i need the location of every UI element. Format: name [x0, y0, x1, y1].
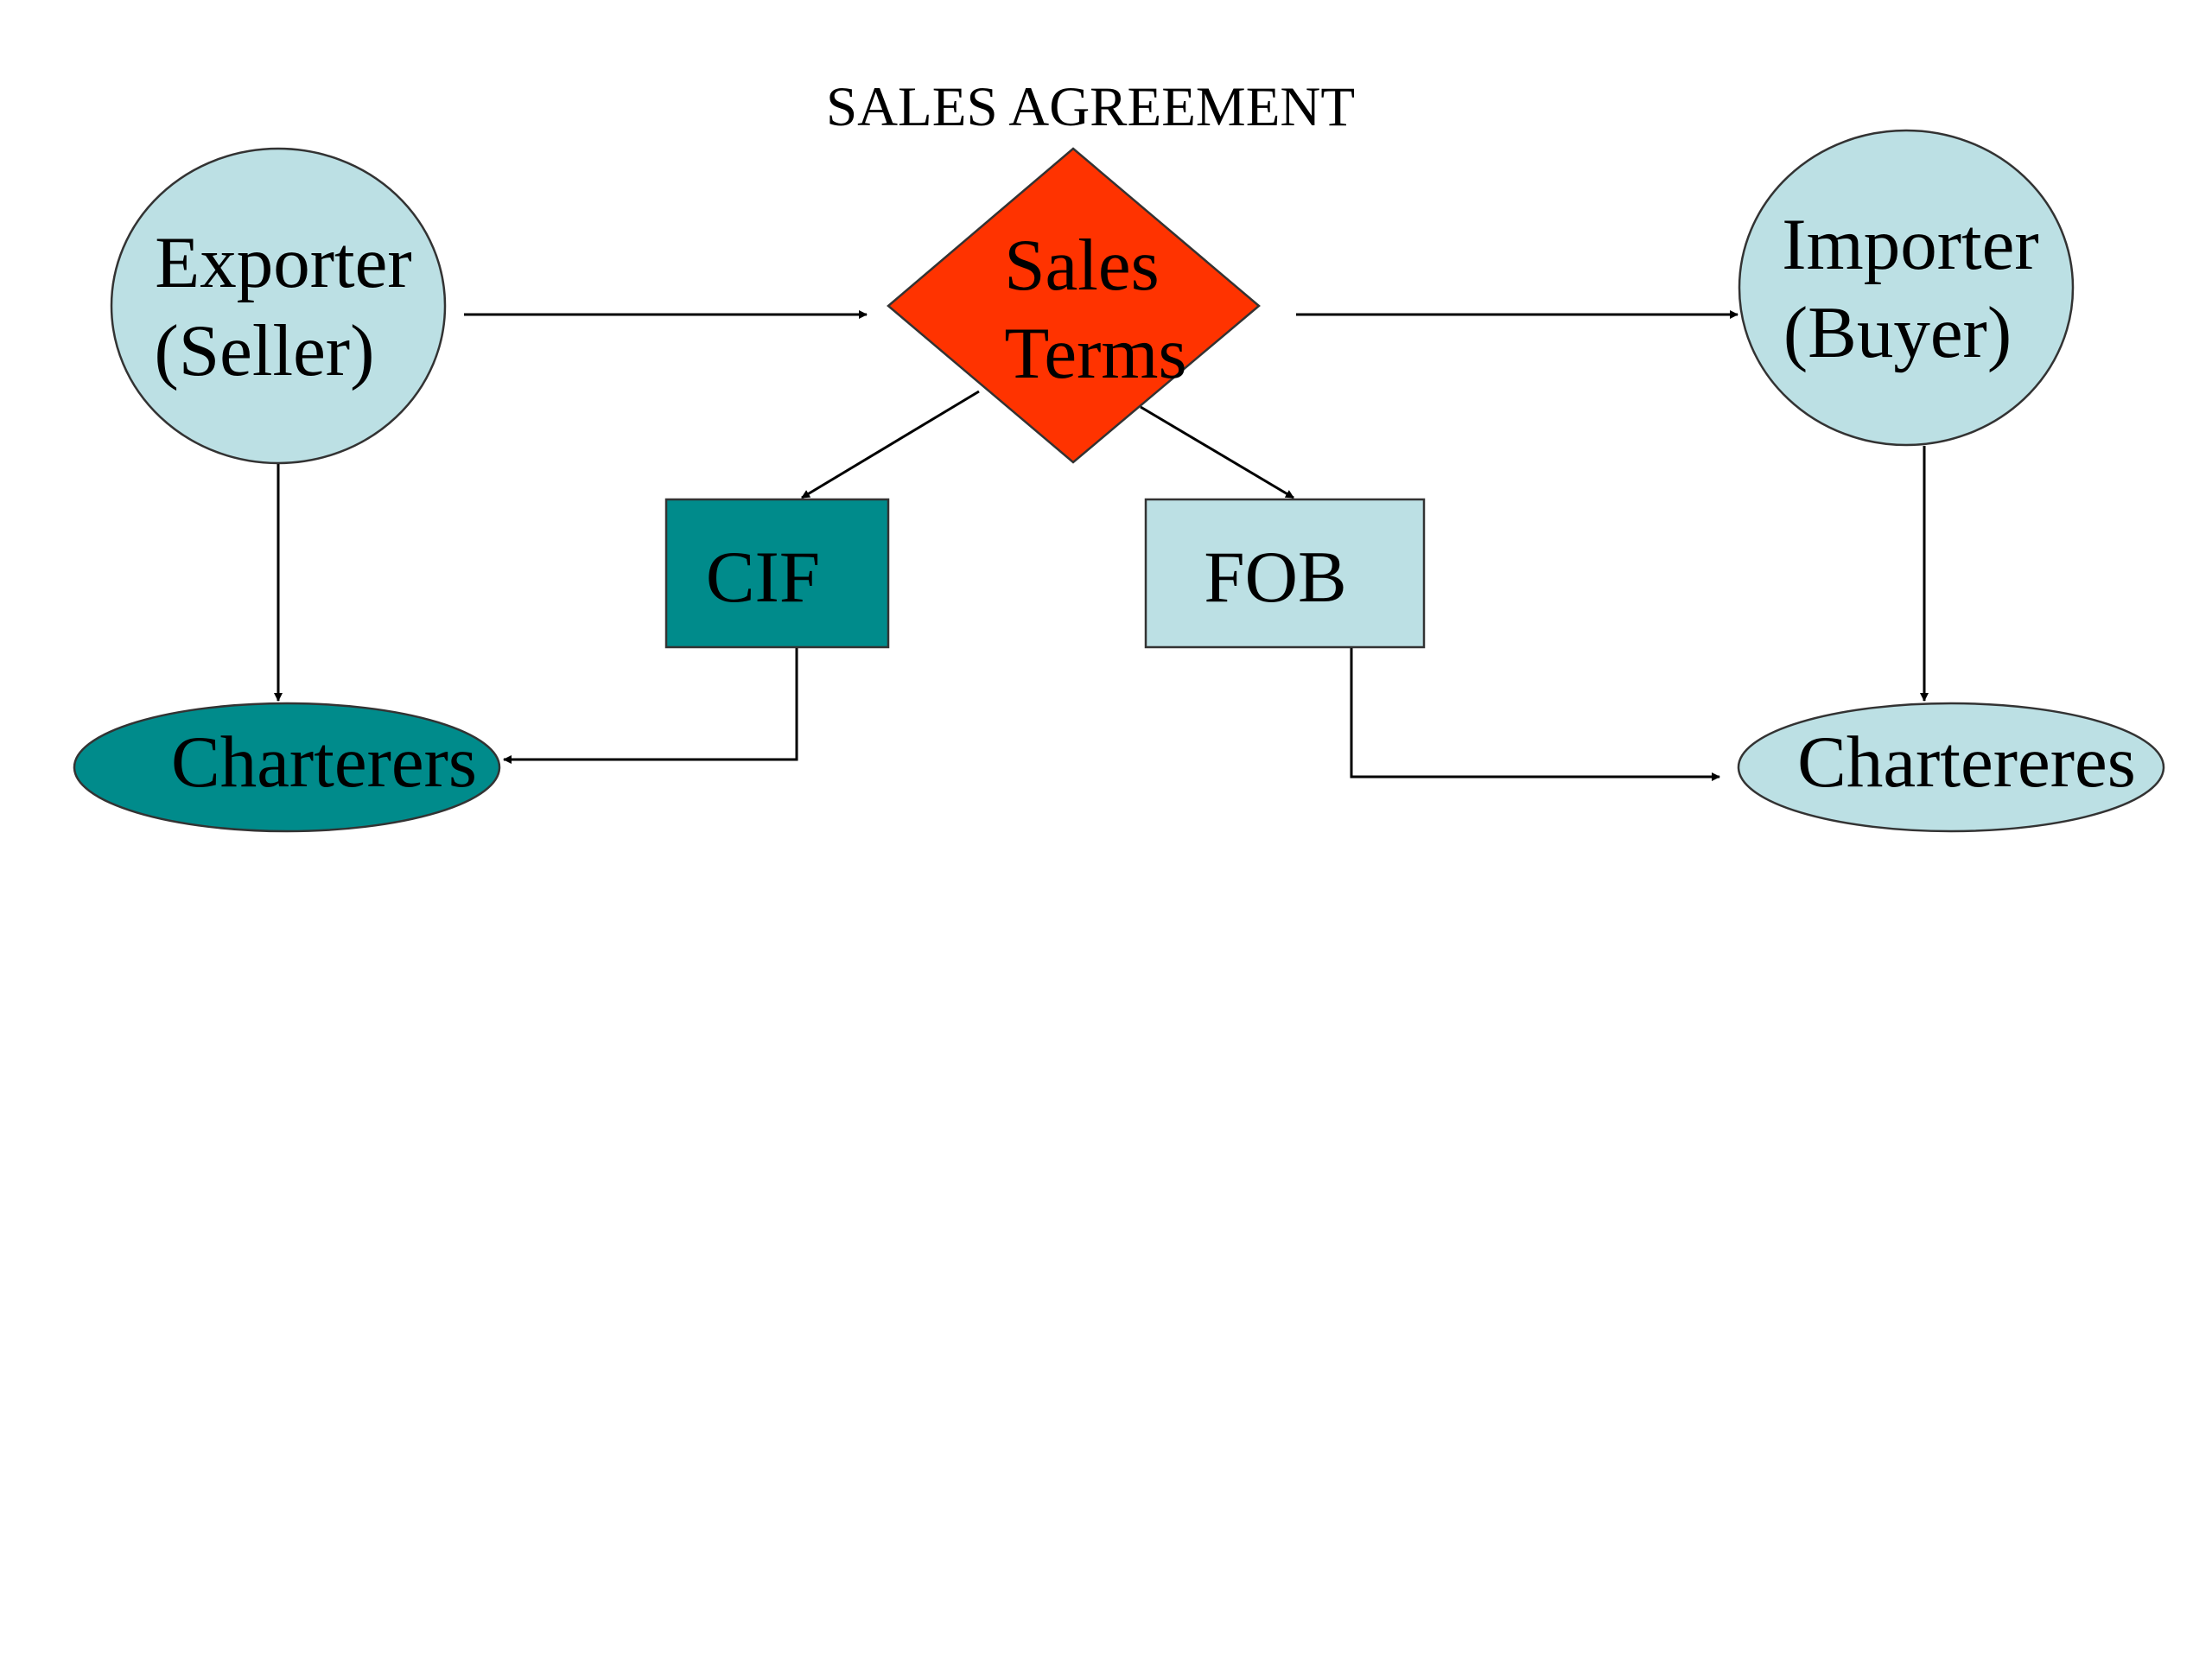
exporter-circle — [110, 147, 447, 465]
node-sales-terms: Sales Terms — [887, 147, 1261, 464]
sales-terms-diamond — [887, 147, 1261, 464]
cif-box — [664, 498, 890, 649]
edge-fob-to-charterers-right — [1350, 648, 1720, 781]
fob-box — [1144, 498, 1426, 649]
node-charterers-left: Charterers — [73, 702, 501, 833]
node-cif: CIF — [664, 498, 890, 649]
charterers-right-ellipse — [1737, 702, 2165, 833]
edge-sales-terms-to-cif — [801, 390, 980, 499]
importer-circle — [1738, 129, 2075, 447]
node-fob: FOB — [1144, 498, 1426, 649]
charterers-left-ellipse — [73, 702, 501, 833]
edge-sales-terms-to-fob — [1140, 405, 1294, 499]
charterers-left-label: Charterers — [171, 721, 477, 803]
sales-terms-label-line-1: Sales — [1004, 225, 1159, 306]
charterers-right-label: Chartereres — [1797, 721, 2136, 803]
node-exporter: Exporter (Seller) — [110, 147, 447, 465]
node-importer: Importer (Buyer) — [1738, 129, 2075, 447]
edge-cif-to-charterers-left — [503, 648, 798, 764]
diagram-title: SALES AGREEMENT — [826, 76, 1355, 138]
importer-label-line-2: (Buyer) — [1783, 292, 2012, 373]
exporter-label-line-2: (Seller) — [155, 310, 375, 391]
sales-terms-label-line-2: Terms — [1004, 313, 1186, 394]
fob-label: FOB — [1204, 537, 1346, 618]
node-charterers-right: Chartereres — [1737, 702, 2165, 833]
cif-label: CIF — [706, 537, 820, 618]
importer-label-line-1: Importer — [1782, 204, 2038, 285]
exporter-label-line-1: Exporter — [155, 222, 411, 303]
